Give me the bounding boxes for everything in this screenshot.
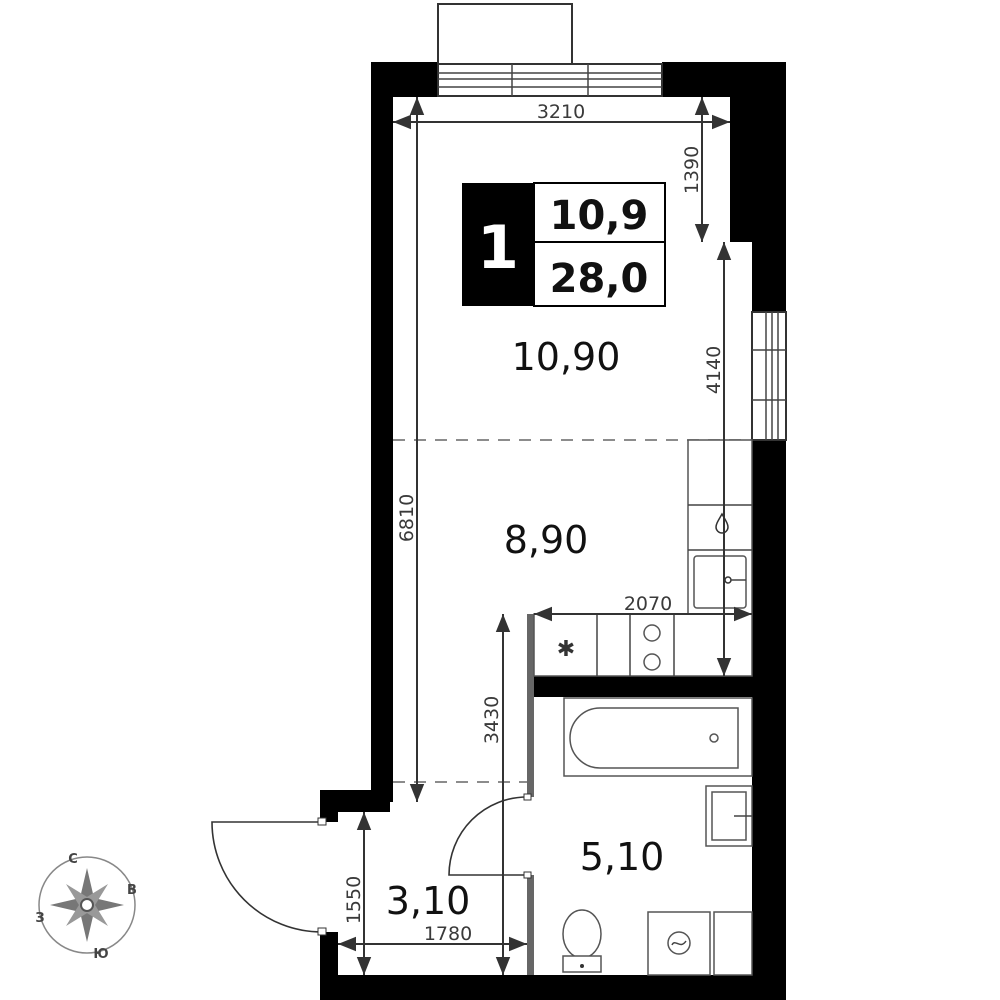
stove-burner-top — [643, 624, 661, 642]
dim-hall-length: 1550 — [343, 876, 365, 924]
wall-bottom — [320, 975, 786, 1000]
fridge-icon: ✱ — [557, 637, 575, 662]
entrance-door — [211, 817, 327, 936]
wall-hall-left-bottom — [320, 932, 338, 992]
partition-bathroom-left-upper — [527, 614, 534, 797]
room-area-living: 10,90 — [512, 335, 621, 379]
dim-kitchen-width: 2070 — [624, 593, 672, 615]
balcony — [437, 3, 663, 97]
apartment-badge: 1 10,9 28,0 — [462, 182, 666, 307]
compass-west: З — [35, 911, 44, 926]
kitchen-sink — [693, 555, 747, 609]
dimension-labels: 3210 1390 4140 6810 2070 3430 1550 1780 — [343, 101, 725, 945]
kitchen-fixtures: ✱ — [533, 439, 753, 677]
partition-walls — [527, 614, 534, 975]
compass-south: Ю — [93, 947, 108, 962]
compass-ring — [38, 856, 136, 954]
window-right — [751, 311, 787, 441]
dim-top-width: 3210 — [537, 101, 585, 123]
badge-total-area: 28,0 — [550, 256, 649, 302]
wall-right-lower — [752, 440, 786, 977]
bathroom-fixtures — [562, 697, 753, 976]
compass-east: В — [127, 883, 137, 898]
room-area-bathroom: 5,10 — [580, 835, 665, 879]
wall-left — [371, 62, 393, 802]
dim-hall-width: 1780 — [424, 923, 472, 945]
stove-burner-bottom — [643, 653, 661, 671]
bathroom-door — [448, 793, 532, 879]
wall-right-mid — [752, 240, 786, 314]
badge-rooms-box — [462, 183, 534, 306]
dim-right-length: 4140 — [703, 346, 725, 394]
room-area-kitchen: 8,90 — [504, 518, 589, 562]
dim-window-depth: 1390 — [681, 146, 703, 194]
exterior-walls — [320, 62, 786, 1000]
dim-left-length: 6810 — [396, 494, 418, 542]
partition-bathroom-left-lower — [527, 875, 534, 975]
partition-bathroom-top — [527, 676, 754, 697]
kitchen-counter-horizontal — [533, 613, 753, 677]
dimension-lines — [338, 97, 752, 975]
compass-rose: С В Ю З — [35, 852, 137, 962]
badge-living-area: 10,9 — [550, 193, 649, 239]
toilet — [562, 909, 602, 973]
room-area-hall: 3,10 — [386, 879, 471, 923]
wall-right-upper — [730, 62, 786, 242]
badge-rooms: 1 — [477, 213, 519, 283]
room-areas: 10,90 8,90 5,10 3,10 — [386, 335, 665, 923]
wall-hall-left-stub — [320, 800, 338, 822]
dim-corridor-length: 3430 — [481, 696, 503, 744]
compass-north: С — [68, 852, 78, 867]
badge-area-box — [533, 182, 666, 307]
shelf — [713, 911, 753, 976]
balcony-box — [437, 3, 573, 67]
window-top — [437, 63, 663, 97]
